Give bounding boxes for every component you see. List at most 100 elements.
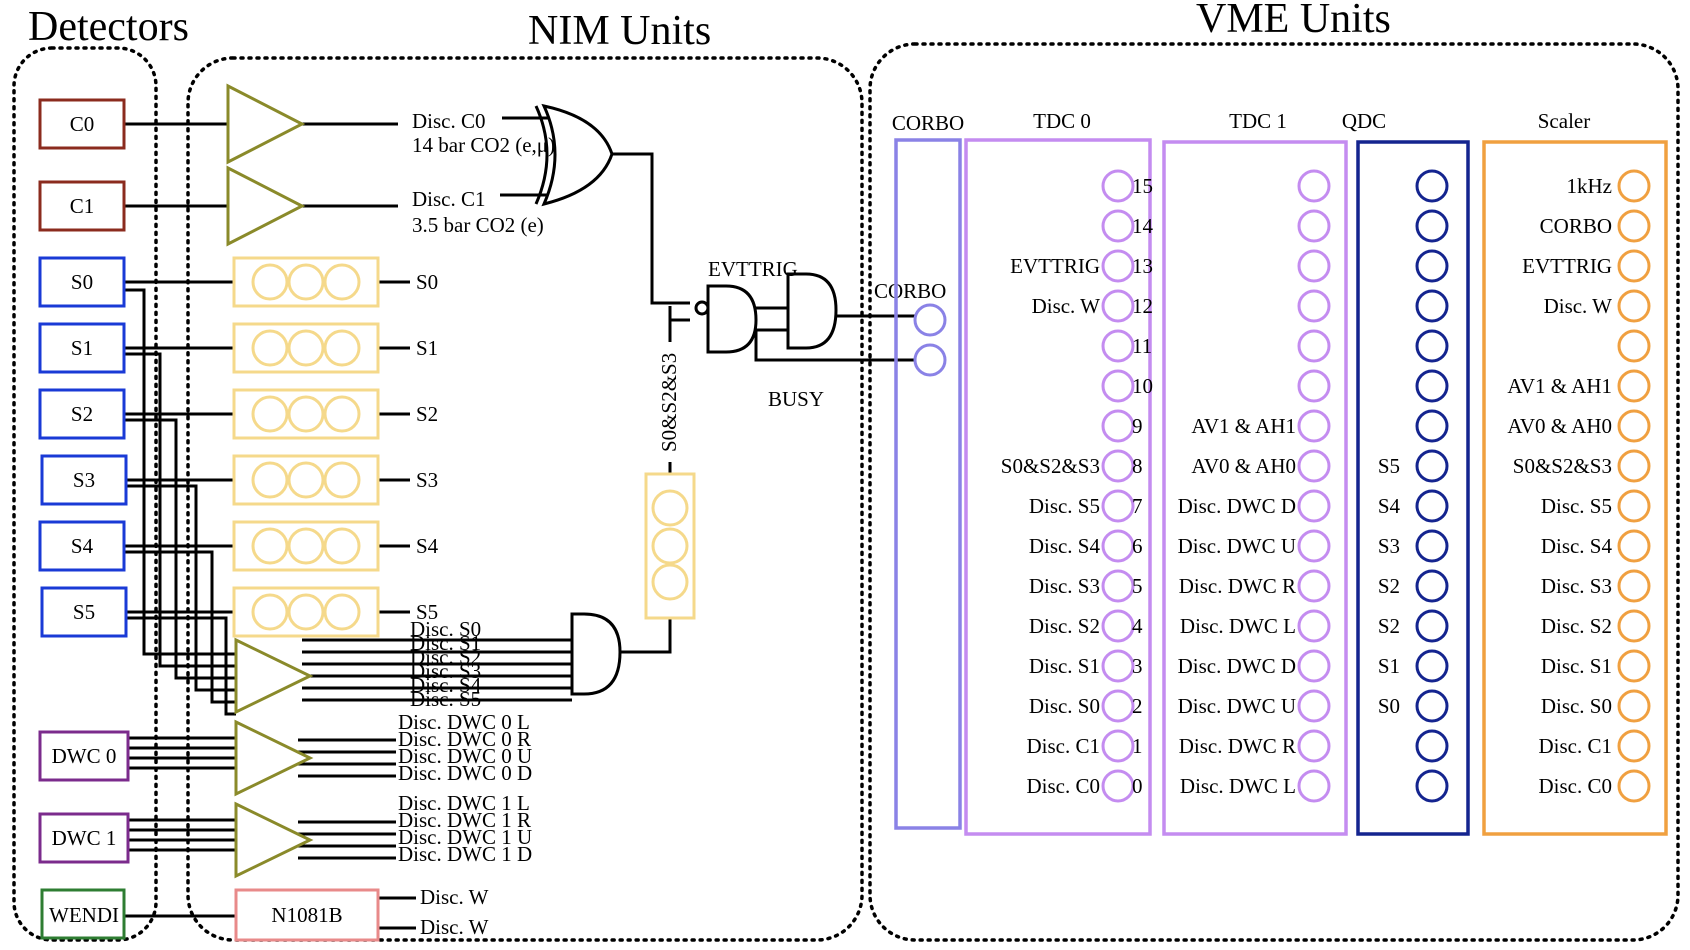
detectors-border bbox=[12, 46, 158, 942]
detector-dwc1-label: DWC 1 bbox=[52, 826, 117, 850]
disc-dwc0-label: Disc. DWC 0 U bbox=[398, 744, 532, 768]
detector-s2-label: S2 bbox=[71, 402, 93, 426]
pmt-dynode-icon bbox=[287, 395, 325, 433]
disc-c0-description: 14 bar CO2 (e,μ) bbox=[412, 133, 555, 157]
disc-dwc1-label: Disc. DWC 1 L bbox=[398, 791, 530, 815]
tdc0-channel-number: 13 bbox=[1132, 254, 1153, 278]
tdc1-channel-connector bbox=[1297, 289, 1331, 323]
detector-s4-box bbox=[38, 520, 126, 572]
detector-s5-box bbox=[40, 586, 128, 638]
or-gate-icon bbox=[541, 103, 614, 207]
scaler-channel-label: Disc. S5 bbox=[1541, 494, 1612, 518]
tdc1-channel-connector bbox=[1297, 409, 1331, 443]
disc-w-label-1: Disc. W bbox=[420, 885, 489, 909]
scaler-channel-label: Disc. S1 bbox=[1541, 654, 1612, 678]
scaler-channel-label: Disc. C0 bbox=[1539, 774, 1613, 798]
tdc1-channel-label: AV1 & AH1 bbox=[1191, 414, 1296, 438]
scaler-channel-label: AV0 & AH0 bbox=[1507, 414, 1612, 438]
tdc0-channel-label: S0&S2&S3 bbox=[1001, 454, 1100, 478]
detector-s3-label: S3 bbox=[73, 468, 95, 492]
scaler-channel-connector bbox=[1617, 169, 1651, 203]
disc-c1-description: 3.5 bar CO2 (e) bbox=[412, 213, 544, 237]
tdc0-channel-connector bbox=[1101, 249, 1135, 283]
disc-s-label: Disc. S4 bbox=[410, 673, 482, 697]
detector-c0-label: C0 bbox=[70, 112, 95, 136]
qdc-channel-connector bbox=[1415, 689, 1449, 723]
scaler-channel-label: EVTTRIG bbox=[1522, 254, 1612, 278]
tdc0-channel-label: Disc. S2 bbox=[1029, 614, 1100, 638]
tdc0-channel-number: 8 bbox=[1132, 454, 1143, 478]
tdc0-channel-connector bbox=[1101, 289, 1135, 323]
tdc0-channel-number: 2 bbox=[1132, 694, 1143, 718]
scaler-channel-connector bbox=[1617, 289, 1651, 323]
tdc0-channel-number: 0 bbox=[1132, 774, 1143, 798]
pmt-dynode-icon bbox=[323, 329, 361, 367]
scaler-channel-connector bbox=[1617, 329, 1651, 363]
qdc-channel-connector bbox=[1415, 649, 1449, 683]
pmt-dynode-icon bbox=[287, 593, 325, 631]
scaler-channel-connector bbox=[1617, 529, 1651, 563]
scaler-module-title: Scaler bbox=[1538, 109, 1590, 133]
n1081b-label: N1081B bbox=[271, 903, 342, 927]
pmt-output-label: S4 bbox=[416, 534, 439, 558]
disc-c0-label: Disc. C0 bbox=[412, 109, 486, 133]
qdc-channel-connector bbox=[1415, 569, 1449, 603]
scaler-channel-connector bbox=[1617, 249, 1651, 283]
qdc-channel-connector bbox=[1415, 609, 1449, 643]
tdc0-channel-number: 10 bbox=[1132, 374, 1153, 398]
tdc1-channel-connector bbox=[1297, 609, 1331, 643]
coincidence-pmt-dynode-icon bbox=[651, 527, 689, 565]
amplifier-scint-icon bbox=[234, 637, 314, 715]
pmt-output-label: S2 bbox=[416, 402, 438, 426]
scaler-channel-connector bbox=[1617, 689, 1651, 723]
qdc-channel-connector bbox=[1415, 249, 1449, 283]
tdc1-channel-connector bbox=[1297, 529, 1331, 563]
tdc0-channel-connector bbox=[1101, 209, 1135, 243]
detector-dwc0-box bbox=[38, 730, 130, 782]
qdc-channel-connector bbox=[1415, 169, 1449, 203]
scaler-channel-connector bbox=[1617, 369, 1651, 403]
scaler-channel-connector bbox=[1617, 649, 1651, 683]
scaler-channel-connector bbox=[1617, 489, 1651, 523]
scaler-channel-label: Disc. S4 bbox=[1541, 534, 1613, 558]
disc-c1-label: Disc. C1 bbox=[412, 187, 486, 211]
tdc1-channel-label: Disc. DWC U bbox=[1178, 534, 1296, 558]
pmt-output-label: S3 bbox=[416, 468, 438, 492]
tdc0-channel-connector bbox=[1101, 489, 1135, 523]
vme-units-border bbox=[868, 42, 1680, 942]
detector-dwc0-label: DWC 0 bbox=[52, 744, 117, 768]
qdc-channel-connector bbox=[1415, 209, 1449, 243]
tdc1-channel-connector bbox=[1297, 569, 1331, 603]
qdc-channel-connector bbox=[1415, 449, 1449, 483]
tdc1-channel-connector bbox=[1297, 329, 1331, 363]
coincidence-pmt-dynode-icon bbox=[651, 489, 689, 527]
pmt-dynode-icon bbox=[323, 263, 361, 301]
tdc0-channel-connector bbox=[1101, 329, 1135, 363]
qdc-channel-label: S5 bbox=[1378, 454, 1400, 478]
scaler-channel-label: AV1 & AH1 bbox=[1507, 374, 1612, 398]
amplifier-c0-icon bbox=[226, 83, 306, 165]
tdc1-channel-label: Disc. DWC D bbox=[1178, 494, 1296, 518]
coincidence-label: S0&S2&S3 bbox=[657, 353, 681, 452]
pmt-dynode-icon bbox=[323, 395, 361, 433]
disc-dwc1-label: Disc. DWC 1 D bbox=[398, 842, 532, 866]
corbo-input-circle bbox=[913, 303, 947, 337]
pmt-output-label: S5 bbox=[416, 600, 438, 624]
pmt-output-label: S1 bbox=[416, 336, 438, 360]
scaler-channel-connector bbox=[1617, 609, 1651, 643]
and-gate-veto-icon bbox=[706, 284, 758, 354]
scaler-channel-label: Disc. W bbox=[1544, 294, 1613, 318]
tdc1-channel-label: Disc. DWC R bbox=[1179, 574, 1296, 598]
nim-units-border bbox=[186, 56, 864, 942]
pmt-dynode-icon bbox=[287, 461, 325, 499]
tdc0-channel-number: 14 bbox=[1132, 214, 1154, 238]
detector-s4-label: S4 bbox=[71, 534, 94, 558]
tdc0-channel-label: Disc. S4 bbox=[1029, 534, 1101, 558]
scaler-channel-label: Disc. S0 bbox=[1541, 694, 1612, 718]
qdc-channel-connector bbox=[1415, 369, 1449, 403]
corbo-busy-circle bbox=[913, 343, 947, 377]
disc-s-label: Disc. S1 bbox=[410, 631, 481, 655]
tdc1-channel-connector bbox=[1297, 249, 1331, 283]
